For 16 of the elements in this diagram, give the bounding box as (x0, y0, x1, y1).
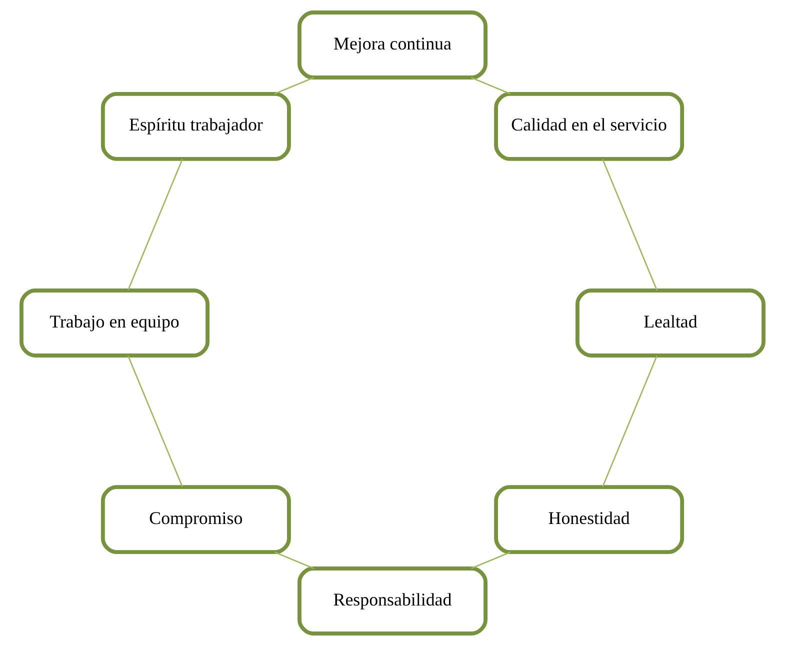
node-box: Compromiso (100, 485, 291, 554)
connector (470, 551, 511, 569)
connector (128, 158, 184, 290)
node-box: Espíritu trabajador (100, 92, 291, 161)
node-box: Lealtad (576, 288, 766, 358)
node-box: Trabajo en equipo (20, 288, 210, 358)
connector (274, 77, 314, 95)
node-box: Mejora continua (298, 10, 488, 80)
connector (127, 355, 183, 487)
connector (602, 356, 658, 488)
node-box: Calidad en el servicio (494, 92, 684, 161)
connector (274, 552, 314, 570)
node-box: Responsabilidad (298, 566, 488, 636)
node-box: Honestidad (494, 485, 684, 554)
connector (470, 76, 511, 94)
connector (602, 159, 658, 291)
